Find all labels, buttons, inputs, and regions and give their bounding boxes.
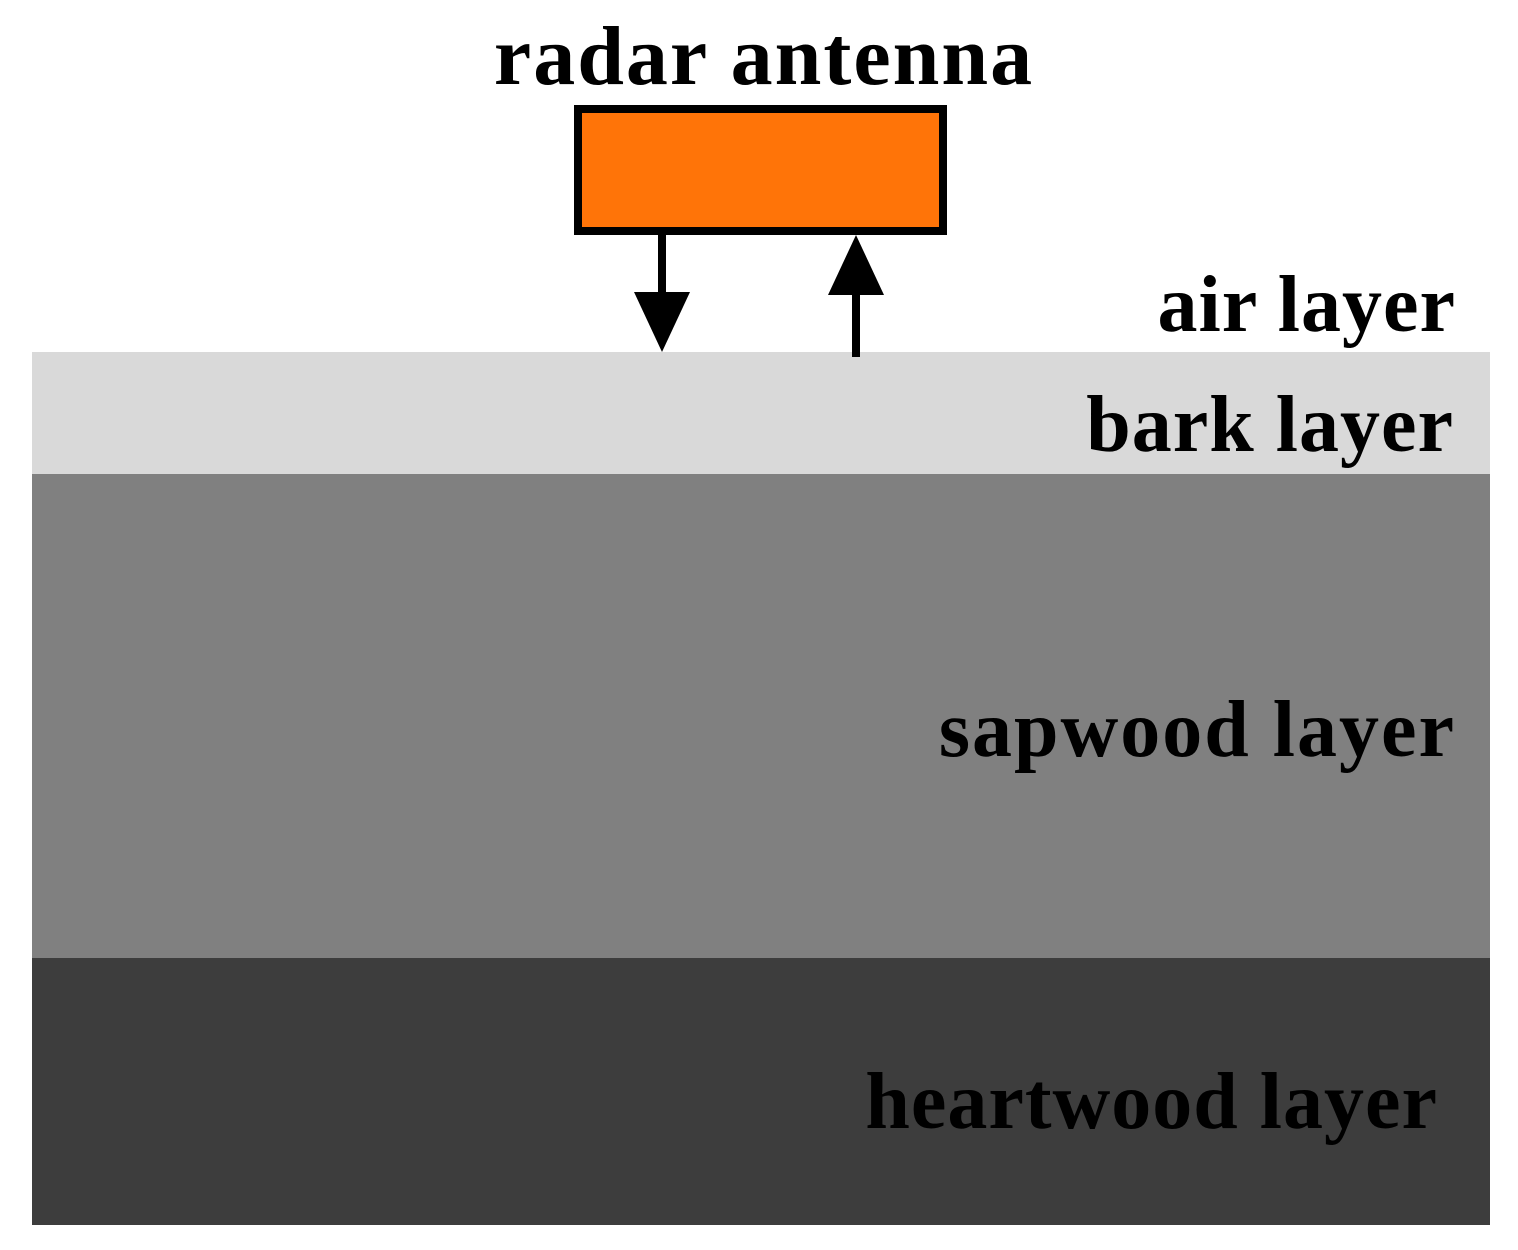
bark-layer-label: bark layer (1086, 381, 1454, 469)
bark-layer (32, 352, 1490, 474)
radar-antenna-box (574, 105, 947, 235)
sapwood-layer-label: sapwood layer (938, 686, 1456, 774)
heartwood-layer-label: heartwood layer (865, 1058, 1438, 1146)
down-arrow-icon (634, 231, 690, 352)
air-layer-label: air layer (1157, 261, 1456, 349)
up-arrow-icon (828, 235, 884, 357)
heartwood-layer (32, 958, 1490, 1225)
sapwood-layer (32, 474, 1490, 958)
antenna-label: radar antenna (493, 10, 1035, 103)
